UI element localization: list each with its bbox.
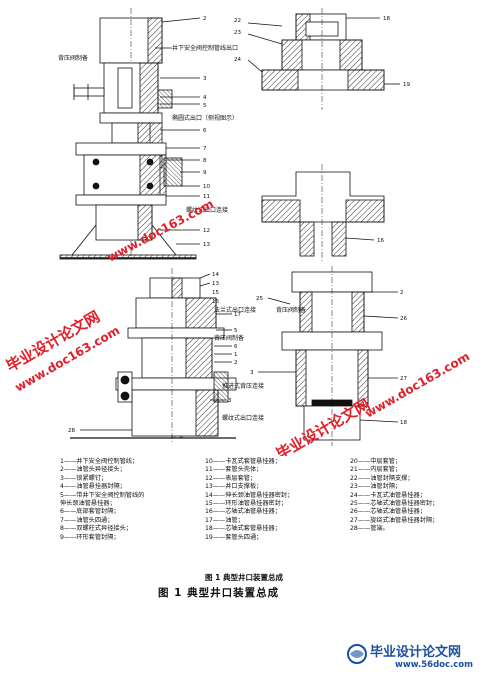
callout-label: 背压阀制备	[214, 334, 244, 342]
tr-num: 19	[403, 82, 410, 88]
bottom-right-assembly	[258, 266, 399, 446]
tl-num: 8	[203, 158, 207, 164]
bl-num: 28	[68, 428, 75, 434]
legend-item: 19——套管头四通；	[205, 533, 263, 541]
legend-item: 22——油管封隔支撑；	[350, 474, 414, 482]
bl-num: 15	[212, 290, 219, 296]
tl-num: 5	[203, 103, 207, 109]
tl-num: 7	[203, 146, 207, 152]
legend-item: 24——卡瓦式油管悬挂器；	[350, 491, 426, 499]
tl-num: 2	[203, 16, 207, 22]
bottom-left-assembly	[70, 268, 237, 444]
tr-num: 23	[234, 30, 241, 36]
legend-item: 13——井口支撑板；	[205, 483, 263, 491]
callout-label: 背压阀制备	[276, 306, 306, 314]
legend-item: 6——底部套管封隔；	[60, 508, 120, 516]
legend-item: 9——环形套管封隔；	[60, 533, 120, 541]
top-left-assembly	[59, 8, 201, 260]
tr-num: 22	[234, 18, 241, 24]
footer-watermark-logo	[347, 644, 367, 664]
br-num: 2	[400, 290, 404, 296]
legend-column-2: 10——卡瓦式套管悬挂器； 11——套管头壳体； 12——表层套管； 13——井…	[205, 458, 293, 542]
br-num: 26	[400, 316, 407, 322]
tl-num: 12	[203, 228, 210, 234]
figure-caption: 图 1 典型井口装置总成	[158, 587, 280, 599]
callout-label: 螺纹式出口连接	[222, 414, 264, 422]
callout-label: 井下安全阀控制管线出口	[172, 44, 238, 52]
legend-item: 26——芯轴式油管悬挂器；	[350, 508, 426, 516]
legend-item: 3——锁紧螺钉；	[60, 474, 108, 482]
callout-label: 螺纹式出口连接	[186, 206, 228, 214]
bl-num: 16	[212, 299, 219, 305]
tl-num: 6	[203, 128, 207, 134]
callout-label: 椭圆式出口（侧视图示）	[172, 114, 238, 122]
legend-item: 18——芯轴式套管悬挂器；	[205, 525, 281, 533]
legend-item: 7——油管头四通；	[60, 516, 114, 524]
legend-column-3: 20——中层套管； 21——内层套管； 22——油管封隔支撑； 23——油管封隔…	[350, 458, 438, 534]
legend-column-1: 1——井下安全阀控制管线； 2——油管头异径接头； 3——锁紧螺钉； 4——油管…	[60, 458, 144, 542]
legend-item: 15——环形油管悬挂器密封；	[205, 500, 288, 508]
tr-num: 24	[234, 57, 241, 63]
bl-num: 3	[228, 398, 232, 404]
legend-item: 4——油管悬挂器封隔；	[60, 483, 126, 491]
tl-num: 9	[203, 170, 207, 176]
legend-item: 23——油管封隔；	[350, 483, 402, 491]
tl-num: 13	[203, 242, 210, 248]
legend-item: 21——内层套管；	[350, 466, 402, 474]
br-num: 18	[400, 420, 407, 426]
inner-figure-caption: 图 1 典型井口装置总成	[205, 573, 283, 582]
legend-item: 20——中层套管；	[350, 458, 402, 465]
footer-site-name: 毕业设计论文网	[370, 645, 462, 660]
tr-num: 18	[383, 16, 390, 22]
bl-num: 13	[212, 281, 219, 287]
callout-label: 法兰式出口连接	[214, 306, 256, 314]
middle-flange	[261, 164, 385, 262]
top-right-assembly	[247, 8, 400, 110]
legend-item: 14——伸长颈油管悬挂器密封；	[205, 491, 294, 499]
globe-icon	[347, 644, 367, 664]
tl-num: 11	[203, 194, 210, 200]
legend-item: 5——带井下安全阀控制管线的	[60, 491, 145, 499]
watermark-url: www.doc163.com	[363, 349, 473, 420]
bl-num: 6	[234, 344, 238, 350]
tl-num: 3	[203, 76, 207, 82]
legend-item: 17——油管；	[205, 516, 244, 524]
footer-site-url: www.56doc.com	[395, 660, 473, 670]
wellhead-assembly-drawing: 2 3 4 5 6 7 8 9 10 11 12 13 背压阀制备 井下安全阀控…	[3, 8, 473, 456]
bl-num: 2	[234, 360, 238, 366]
br-num: 3	[250, 370, 254, 376]
legend-item: 25——芯轴式油管悬挂器密封；	[350, 500, 439, 508]
bl-num: 14	[212, 272, 219, 278]
legend-item: 伸长颈油管悬挂器；	[60, 500, 116, 508]
legend-item: 2——油管头异径接头；	[60, 466, 126, 474]
legend-item: 12——表层套管；	[205, 474, 257, 482]
callout-label: 推进式背压连接	[222, 382, 264, 390]
legend-item: 10——卡瓦式套管悬挂器；	[205, 458, 281, 465]
callout-label: 背压阀制备	[58, 54, 88, 62]
legend-item: 16——芯轴式油管悬挂器；	[205, 508, 281, 516]
legend-item: 11——套管头壳体；	[205, 466, 263, 474]
legend-item: 28——管端。	[350, 525, 389, 533]
mid-num: 16	[377, 238, 384, 244]
tl-num: 4	[203, 95, 207, 101]
br-num: 27	[400, 376, 407, 382]
legend-item: 8——双螺柱式异径接头；	[60, 525, 132, 533]
tl-num: 10	[203, 184, 210, 190]
legend-item: 1——井下安全阀控制管线；	[60, 458, 139, 465]
bl-num: 5	[234, 328, 238, 334]
br-num: 25	[256, 296, 263, 302]
bl-num: 1	[234, 352, 238, 358]
legend-item: 27——旋绕式油管悬挂器封隔；	[350, 516, 439, 524]
bl-num: 17	[234, 312, 241, 318]
